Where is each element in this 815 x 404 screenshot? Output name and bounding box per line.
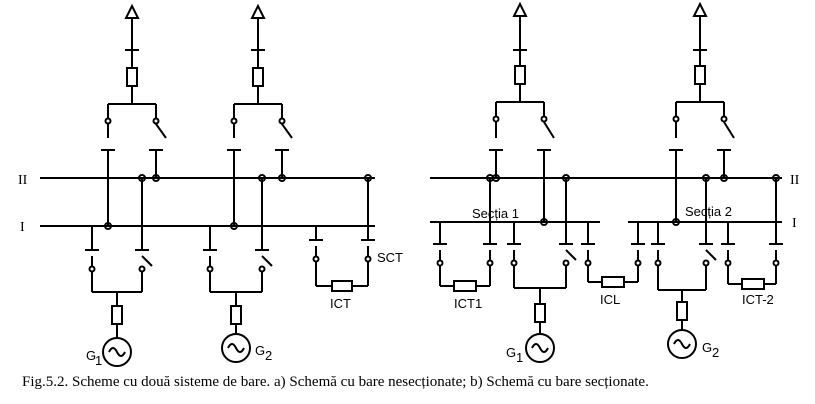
diagram-a: II I [18, 3, 403, 368]
generator-label-a-2: G [255, 343, 265, 358]
sectionalizer-breaker-icon [601, 276, 625, 288]
feeder-arrow-icon [692, 1, 708, 17]
generator-subscript-a-1: 1 [95, 353, 102, 368]
busbar-ii-label-b: II [790, 173, 800, 188]
figure-caption: Fig.5.2. Scheme cu două sisteme de bare.… [22, 374, 649, 390]
coupler-breaker-icon [331, 280, 353, 292]
generator-subscript-b-2: 2 [712, 345, 719, 360]
generator-feeder-1-a: G 1 [85, 174, 153, 368]
coupler-breaker-label-a: ICT [330, 296, 351, 311]
section-1-label: Secția 1 [472, 206, 519, 221]
coupler-2-label-b: ICT-2 [742, 292, 774, 307]
breaker-icon [694, 65, 706, 85]
section-2-label: Secția 2 [685, 204, 732, 219]
line-feeder-1-a [101, 3, 167, 230]
breaker-icon [534, 303, 546, 323]
busbar-i-label-b: I [792, 216, 797, 231]
feeder-arrow-icon [250, 3, 266, 19]
coupler-1-label-b: ICT1 [454, 296, 482, 311]
generator-icon [221, 333, 251, 363]
line-feeder-2-b [669, 1, 735, 226]
breaker-icon [230, 305, 242, 325]
breaker-icon [111, 305, 123, 325]
busbar-i-label-a: I [20, 220, 25, 235]
bus-coupler-a: SCT ICT [309, 174, 403, 311]
breaker-icon [676, 301, 688, 321]
breaker-icon [126, 67, 138, 87]
generator-feeder-2-a: G 2 [203, 174, 273, 363]
bus-coupler-1-b: ICT1 [433, 174, 497, 311]
generator-subscript-a-2: 2 [265, 348, 272, 363]
line-feeder-1-b [489, 1, 555, 226]
diagram-b: II I Secția 1 Secția 2 [430, 1, 800, 365]
generator-label-a-1: G [86, 348, 96, 363]
breaker-icon [514, 65, 526, 85]
bus-coupler-2-b: ICT-2 [721, 174, 783, 307]
coupler-breaker-icon [741, 278, 765, 290]
line-feeder-2-a [227, 3, 293, 230]
feeder-arrow-icon [124, 3, 140, 19]
busbar-ii-label-a: II [18, 173, 28, 188]
coupler-breaker-icon [453, 280, 477, 292]
sectionalizer-label-b: ICL [600, 292, 620, 307]
coupler-switch-label-a: SCT [377, 250, 403, 265]
generator-label-b-1: G [506, 345, 516, 360]
generator-label-b-2: G [702, 340, 712, 355]
generator-icon [102, 337, 132, 367]
generator-feeder-2-b: G 2 [651, 174, 719, 360]
sectionalizer-b: ICL [581, 222, 645, 307]
generator-subscript-b-1: 1 [516, 350, 523, 365]
feeder-arrow-icon [512, 1, 528, 17]
breaker-icon [252, 67, 264, 87]
generator-icon [667, 329, 697, 359]
generator-feeder-1-b: G 1 [506, 174, 577, 365]
generator-icon [525, 333, 555, 363]
